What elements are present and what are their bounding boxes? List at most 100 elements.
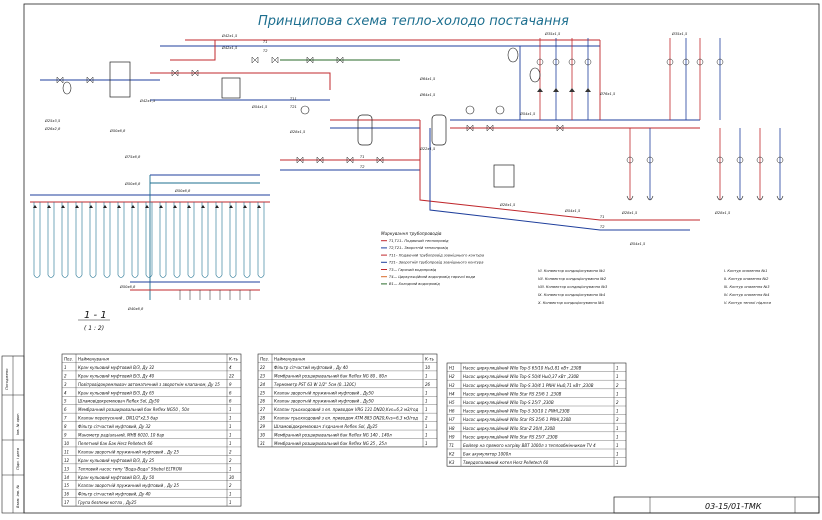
pump-icon (756, 156, 764, 164)
table-cell: Шламовідокремлювач Reflex Sol, Ду50 (78, 399, 160, 404)
pipe-label: Ø28x1,5 (714, 210, 731, 215)
table-cell: 1 (425, 399, 428, 404)
pipe-label: Ø42x1,5 (221, 33, 238, 38)
coil-icon (626, 195, 634, 201)
table-cell: К3 (449, 460, 455, 465)
table-cell: Кран кульовий муфтовий В/З, Ду 25 (78, 458, 155, 463)
table-cell: 6 (229, 390, 232, 395)
pipe-label: Ø42x1,5 (221, 45, 238, 50)
table-cell: 1 (616, 434, 619, 439)
pellet-boiler (493, 164, 515, 188)
pipe-label: Ø75x6,8 (124, 154, 141, 159)
pipe-label: Ø25x3,5 (44, 118, 61, 123)
ground-loop (103, 202, 111, 278)
table-cell: Термометр PST 63 W 1/2" 5см (0..120С) (274, 382, 356, 387)
pipe-label: T1 (600, 215, 604, 219)
table-cell: 2 (616, 383, 619, 388)
table-cell: Повітровідокремлювач автоматичний з звор… (78, 382, 220, 387)
table-cell: 14 (64, 475, 70, 480)
ground-loop (159, 202, 167, 278)
pump-icon (646, 156, 654, 164)
ground-loop (215, 202, 223, 278)
table-cell: 26 (425, 382, 431, 387)
legend-item: Т3— Гарячий водопровід (389, 268, 437, 272)
unit-item: IX. Конвектор кондиціонування №4 (538, 293, 606, 297)
valve-icon (117, 205, 121, 208)
table-cell: 23 (260, 373, 266, 378)
table-cell: Мембранний розширювальний бак Reflex NG … (274, 373, 387, 378)
valve-icon (86, 76, 94, 84)
table-cell: Мембранний розширювальний бак Reflex NG5… (78, 407, 190, 412)
table-cell: Н2 (449, 374, 455, 379)
pump-icon (552, 58, 560, 66)
unit-item: X. Конвектор кондиціонування №5 (537, 301, 605, 305)
table-cell: 1 (229, 492, 232, 497)
spec-table (257, 353, 438, 448)
table-cell: Кран кульовий муфтовий В/З, Ду 32 (78, 365, 155, 370)
valve-icon (585, 88, 591, 92)
pipe-t2-out (429, 128, 690, 231)
valve-icon (103, 205, 107, 208)
table-cell: 9 (229, 382, 232, 387)
ground-loop (145, 202, 153, 278)
table-cell: Кран кульовий муфтовий В/З, Ду 40 (78, 373, 155, 378)
table-cell: Насос циркуляційний Wilo Top-S 30/4 1 PN… (463, 383, 594, 388)
valve-icon (336, 56, 344, 64)
pump-icon (776, 156, 784, 164)
table-cell: Т1 (449, 443, 454, 448)
valve-icon (271, 56, 279, 64)
table-cell: Насос циркуляційний Wilo Star RS 25/6 1 … (463, 417, 571, 422)
pipe-t1-out (419, 120, 700, 221)
table-cell: Клапан зворотній пружинний муфтовий , Ду… (78, 449, 179, 454)
table-cell: 1 (616, 374, 619, 379)
table-header: Найменування (274, 356, 306, 361)
table-cell: Насос циркуляційний Wilo Top-S 25/7 ,230… (463, 400, 554, 405)
valve-icon (257, 205, 261, 208)
table-cell: Н5 (449, 400, 455, 405)
table-cell: 1 (229, 466, 232, 471)
table-cell: 1 (229, 424, 232, 429)
table-cell: 10 (425, 365, 431, 370)
legend-heading: Маркування трубопроводів (381, 231, 442, 236)
pump-icon (465, 105, 475, 115)
table-cell: 1 (229, 416, 232, 421)
table-cell: 1 (229, 500, 232, 505)
valve-icon (243, 205, 247, 208)
table-cell: 13 (64, 466, 70, 471)
legend-item: Т21– Зворотній трубопровід зовнішнього к… (389, 261, 483, 265)
table-cell: 1 (229, 407, 232, 412)
table-cell: 9 (64, 433, 67, 438)
ground-loop (47, 202, 55, 278)
valve-icon (553, 88, 559, 92)
valve-icon (89, 205, 93, 208)
ground-loop (75, 202, 83, 278)
table-cell: 8 (64, 424, 67, 429)
valve-icon (171, 69, 179, 77)
unit-item: III. Контур опалення №3 (724, 285, 770, 289)
valve-icon (466, 124, 474, 132)
table-cell: Н7 (449, 417, 455, 422)
table-cell: 1 (425, 373, 428, 378)
ground-loop (117, 202, 125, 278)
legend-item: Т2,Т21– Зворотній теплопровід (389, 246, 448, 250)
pipe-t1-branch (170, 40, 216, 61)
table-cell: 11 (64, 449, 69, 454)
valve-icon (316, 156, 324, 164)
ground-loop (131, 202, 139, 278)
table-cell: 1 (425, 424, 428, 429)
table-cell: Н1 (449, 366, 455, 371)
section-scale: ( 1 : 2) (84, 325, 104, 332)
table-cell: 30 (229, 475, 235, 480)
valve-icon (75, 205, 79, 208)
stamp-label: Взам. інв. № (16, 485, 20, 508)
table-header: Найменування (78, 356, 110, 361)
table-cell: 10 (64, 441, 70, 446)
coil-icon (646, 195, 654, 201)
table-cell: 1 (616, 426, 619, 431)
table-cell: Насос циркуляційний Wilo Top-S 50/4 Ны0,… (463, 374, 579, 379)
ground-loop (201, 202, 209, 278)
valve-icon (173, 205, 177, 208)
table-cell: Кран кульовий муфтовий В/З, Ду 65 (78, 390, 155, 395)
table-cell: Твердопаливний котел Herz Pelletech 60 (463, 460, 549, 465)
valve-icon (145, 205, 149, 208)
